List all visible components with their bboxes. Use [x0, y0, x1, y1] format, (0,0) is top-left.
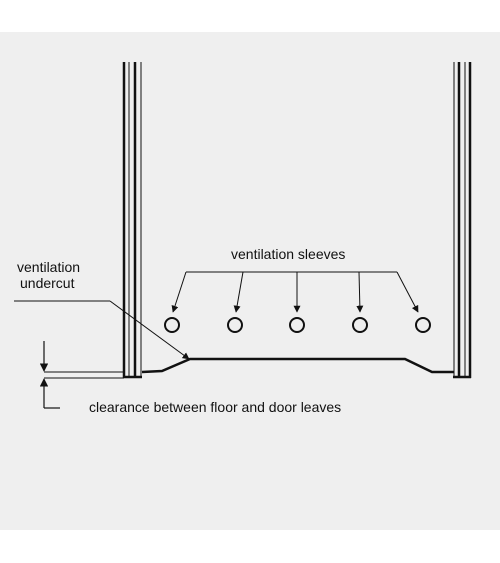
ventilation-sleeves-label: ventilation sleeves — [231, 246, 345, 262]
sleeve-4 — [352, 317, 368, 333]
sleeve-2 — [227, 317, 243, 333]
sleeve-5 — [415, 317, 431, 333]
undercut-leader-arrow — [109, 300, 190, 360]
right-door-leaf — [453, 62, 472, 379]
sleeve-1 — [164, 317, 180, 333]
sleeve-3 — [289, 317, 305, 333]
sleeves-leader — [171, 271, 419, 313]
floor-threshold-left — [44, 371, 124, 379]
diagram-background — [0, 32, 500, 530]
undercut-profile — [141, 357, 454, 374]
left-door-leaf — [122, 62, 142, 379]
clearance-label: clearance between floor and door leaves — [89, 399, 341, 415]
ventilation-undercut-label-line1: ventilation — [17, 259, 80, 275]
ventilation-sleeves — [164, 317, 431, 333]
ventilation-undercut-label-line2: undercut — [20, 275, 75, 291]
clearance-dimension — [39, 341, 60, 409]
